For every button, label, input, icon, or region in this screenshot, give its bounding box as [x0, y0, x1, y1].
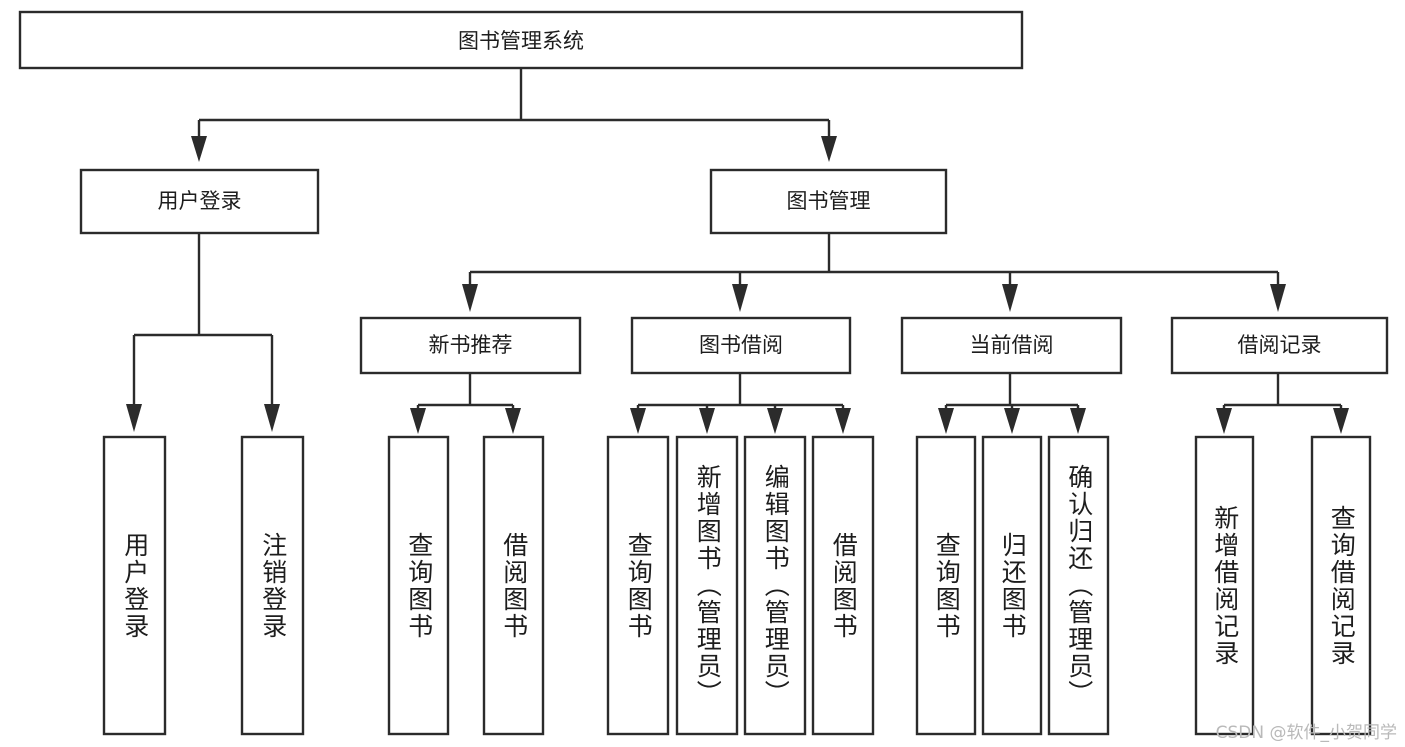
- node-user-login-box[interactable]: [79, 168, 320, 235]
- node-leaf-user-login-box[interactable]: [102, 435, 167, 736]
- node-root-box[interactable]: [18, 10, 1024, 70]
- node-new-book-recommend-label: 新书推荐: [429, 333, 513, 357]
- arrow-head-new-book-recommend: [462, 284, 478, 312]
- connector-layer: [126, 68, 1349, 434]
- node-leaf-add-book-box[interactable]: [675, 435, 739, 736]
- arrow-head-leaf-query-book-3: [938, 408, 954, 434]
- arrow-head-leaf-query-book-1: [410, 408, 426, 434]
- arrow-head-book-manage: [821, 136, 837, 162]
- csdn-watermark: CSDN @软件_小贺同学: [1215, 723, 1397, 743]
- node-leaf-confirm-return-box[interactable]: [1047, 435, 1110, 736]
- node-leaf-add-record-box[interactable]: [1194, 435, 1255, 736]
- arrow-head-leaf-add-book: [699, 408, 715, 434]
- arrow-head-book-borrow: [732, 284, 748, 312]
- node-borrow-record-box[interactable]: [1170, 316, 1389, 375]
- node-user-login-label: 用户登录: [158, 189, 242, 213]
- node-current-borrow-box[interactable]: [900, 316, 1123, 375]
- arrow-head-leaf-edit-book: [767, 408, 783, 434]
- arrow-head-leaf-borrow-book-2: [835, 408, 851, 434]
- arrow-head-leaf-confirm-return: [1070, 408, 1086, 434]
- arrow-head-leaf-return-book: [1004, 408, 1020, 434]
- arrow-head-current-borrow: [1002, 284, 1018, 312]
- node-book-borrow-box[interactable]: [630, 316, 852, 375]
- node-new-book-recommend-box[interactable]: [359, 316, 582, 375]
- node-leaf-edit-book-box[interactable]: [743, 435, 807, 736]
- node-book-borrow-label: 图书借阅: [699, 333, 783, 357]
- node-leaf-query-book-3-box[interactable]: [915, 435, 977, 736]
- arrow-head-leaf-add-record: [1216, 408, 1232, 434]
- node-root-label: 图书管理系统: [458, 29, 584, 53]
- node-borrow-record-label: 借阅记录: [1238, 333, 1322, 357]
- arrow-head-leaf-query-record: [1333, 408, 1349, 434]
- node-leaf-query-book-2-box[interactable]: [606, 435, 670, 736]
- node-current-borrow-label: 当前借阅: [970, 333, 1054, 357]
- node-leaf-borrow-book-1-box[interactable]: [482, 435, 545, 736]
- node-book-manage-label: 图书管理: [787, 189, 871, 213]
- arrow-head-leaf-logout: [264, 404, 280, 432]
- node-leaf-logout-box[interactable]: [240, 435, 305, 736]
- arrow-head-leaf-borrow-book-1: [505, 408, 521, 434]
- node-book-manage-box[interactable]: [709, 168, 948, 235]
- node-layer: 图书管理系统 用户登录 图书管理 新书推荐 图书借阅 当前借阅 借阅记录: [18, 10, 1389, 736]
- node-leaf-query-book-1-box[interactable]: [387, 435, 450, 736]
- arrow-head-borrow-record: [1270, 284, 1286, 312]
- node-leaf-borrow-book-2-box[interactable]: [811, 435, 875, 736]
- arrow-head-leaf-query-book-2: [630, 408, 646, 434]
- arrow-head-leaf-user-login: [126, 404, 142, 432]
- node-leaf-query-record-box[interactable]: [1310, 435, 1372, 736]
- arrow-head-user-login: [191, 136, 207, 162]
- node-leaf-return-book-box[interactable]: [981, 435, 1043, 736]
